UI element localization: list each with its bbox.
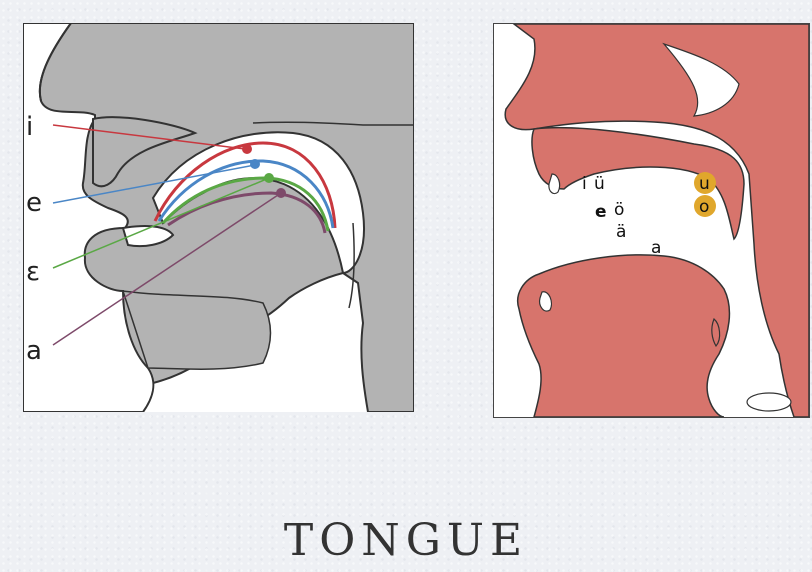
vowel-a: a — [651, 238, 661, 258]
dot-epsilon — [264, 173, 274, 183]
vowel-u-umlaut: ü — [594, 174, 605, 194]
vowel-placement-diagram: i ü e ö ä a u o — [493, 23, 810, 418]
vocal-tract-section: i ü e ö ä a u o — [494, 24, 809, 417]
vowel-i: i — [582, 174, 587, 194]
tongue — [518, 255, 730, 417]
vowel-a-umlaut: ä — [616, 222, 626, 242]
vowel-label-i: i — [26, 112, 33, 142]
vowel-e: e — [595, 202, 607, 222]
vowel-u: u — [699, 174, 710, 194]
tongue-position-diagram: i e ε a — [23, 23, 414, 412]
head-cross-section: i e ε a — [23, 23, 414, 412]
vowel-o: o — [699, 197, 709, 217]
vowel-label-a: a — [26, 336, 42, 366]
page-title: TONGUE — [0, 515, 812, 566]
dot-i — [242, 144, 252, 154]
vowel-o-umlaut: ö — [614, 200, 624, 220]
dot-a — [276, 188, 286, 198]
vowel-label-e: e — [26, 188, 42, 218]
dot-e — [250, 159, 260, 169]
vowel-label-epsilon: ε — [26, 257, 40, 287]
